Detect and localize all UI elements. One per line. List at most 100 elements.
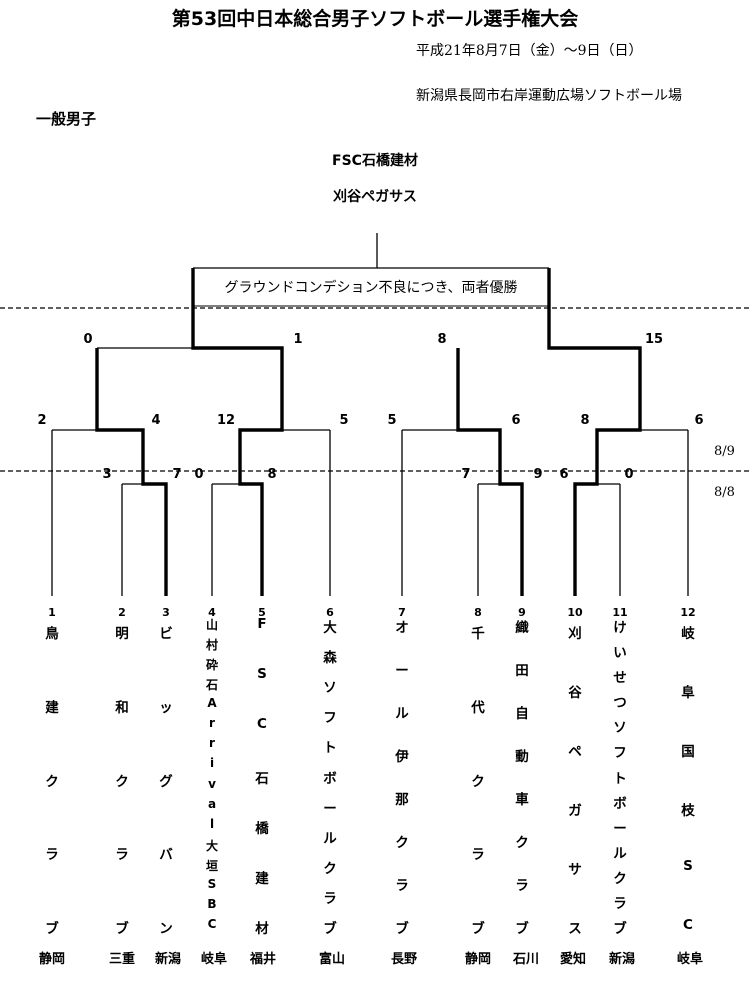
team-name-char: 鳥	[45, 626, 59, 642]
team-name: ビッグバン	[153, 0, 179, 996]
team-name-char: 伊	[395, 749, 409, 765]
team-prefecture: 石川	[512, 952, 540, 967]
team-prefecture: 長野	[390, 952, 418, 967]
score-r1-d-right: 0	[624, 467, 634, 482]
team-name-char: ク	[115, 773, 129, 790]
score-sf-b-right: 15	[644, 332, 664, 347]
team-number: 9	[518, 606, 526, 619]
team-name-char: ソ	[323, 680, 337, 697]
date-label-lower: 8/8	[714, 485, 735, 500]
score-qf-d-right: 6	[694, 413, 704, 428]
team-name-char: 大	[323, 620, 337, 636]
team-name-char: ボ	[323, 770, 337, 787]
team-prefecture: 福井	[249, 952, 277, 967]
team-name: 鳥建クラブ	[39, 0, 65, 996]
team-name-char: 自	[515, 706, 529, 722]
date-label-upper: 8/9	[714, 444, 735, 459]
team-name-char: サ	[568, 862, 582, 878]
team-name-char: ブ	[471, 921, 485, 937]
team-name-char: バ	[159, 847, 173, 864]
team-name-char: ブ	[115, 921, 129, 937]
team-name-char: 車	[515, 792, 529, 808]
team-name-char: 石	[255, 770, 269, 787]
team-name-char: ン	[159, 921, 173, 937]
team-name-char: ブ	[395, 921, 409, 937]
team-name-char: ラ	[395, 878, 409, 894]
score-r1-b-left: 0	[194, 467, 204, 482]
team-name-char: 村	[205, 638, 218, 653]
team-name-char: 阜	[681, 685, 695, 701]
champion-2: 刈谷ペガサス	[333, 189, 417, 205]
team-name-char: 刈	[568, 626, 582, 642]
team-name-char: C	[207, 917, 217, 931]
team-prefecture: 岐阜	[676, 952, 704, 967]
team-name-char: 和	[115, 699, 129, 716]
team-name-char: ビ	[159, 626, 173, 642]
team-name-char: 千	[471, 626, 485, 642]
team-number: 4	[208, 606, 216, 619]
team-name-char: ラ	[515, 878, 529, 894]
team-number: 8	[474, 606, 482, 619]
team-number: 7	[398, 606, 406, 619]
team-name-char: ー	[613, 820, 627, 837]
team-name-char: ガ	[568, 803, 582, 819]
team-name-char: グ	[159, 773, 173, 790]
team-name-char: 枝	[681, 803, 695, 819]
team-name-char: ク	[323, 860, 337, 877]
tournament-date: 平成21年8月7日（金）〜9日（日）	[416, 43, 643, 59]
team-name-char: ボ	[613, 795, 627, 812]
team-name-char: C	[257, 716, 267, 733]
team-name-char: 石	[205, 678, 218, 693]
team-name-char: S	[257, 666, 267, 683]
team-name-char: フ	[613, 745, 627, 762]
score-qf-c-left: 5	[387, 413, 397, 428]
score-r1-a-left: 3	[102, 467, 112, 482]
team-name-char: 動	[515, 749, 529, 765]
team-name-char: ク	[45, 773, 59, 790]
team-name: オール伊那クラブ	[389, 0, 415, 996]
team-name-char: け	[613, 620, 627, 636]
team-name-char: ク	[471, 773, 485, 790]
team-name-char: ト	[323, 740, 337, 757]
team-number: 1	[48, 606, 56, 619]
team-name-char: r	[209, 716, 215, 731]
division-label: 一般男子	[36, 110, 97, 128]
team-name-char: ル	[395, 706, 409, 722]
team-name-char: 谷	[568, 685, 582, 701]
team-name-char: つ	[613, 695, 627, 712]
team-number: 3	[162, 606, 170, 619]
team-number: 10	[567, 606, 583, 619]
team-name-char: 那	[395, 792, 409, 808]
team-name-char: 砕	[205, 658, 218, 673]
team-name-char: S	[683, 858, 693, 874]
team-name-char: 代	[471, 699, 485, 716]
team-name-char: ル	[613, 845, 627, 862]
tournament-venue: 新潟県長岡市右岸運動広場ソフトボール場	[416, 88, 682, 104]
score-sf-a-right: 1	[293, 332, 303, 347]
team-name-char: C	[683, 917, 693, 933]
team-name-char: a	[207, 796, 217, 811]
team-name-char: ク	[515, 835, 529, 851]
team-number: 12	[680, 606, 696, 619]
team-name: 刈谷ペガサス	[562, 0, 588, 996]
team-prefecture: 新潟	[154, 952, 182, 967]
team-name-char: F	[257, 616, 267, 632]
team-name-char: A	[207, 696, 217, 711]
team-number: 5	[258, 606, 266, 619]
score-r1-a-right: 7	[172, 467, 182, 482]
team-number: 2	[118, 606, 126, 619]
score-r1-c-right: 9	[533, 467, 543, 482]
team-name-char: 田	[515, 663, 529, 679]
team-name-char: r	[209, 736, 215, 751]
score-qf-a-right: 4	[151, 413, 161, 428]
score-qf-a-left: 2	[37, 413, 47, 428]
team-name-char: 材	[255, 921, 269, 937]
page-title: 第53回中日本総合男子ソフトボール選手権大会	[171, 8, 579, 30]
team-name-char: せ	[613, 670, 627, 687]
team-number: 11	[612, 606, 628, 619]
team-name-char: ー	[395, 663, 409, 679]
score-sf-b-left: 8	[437, 332, 447, 347]
